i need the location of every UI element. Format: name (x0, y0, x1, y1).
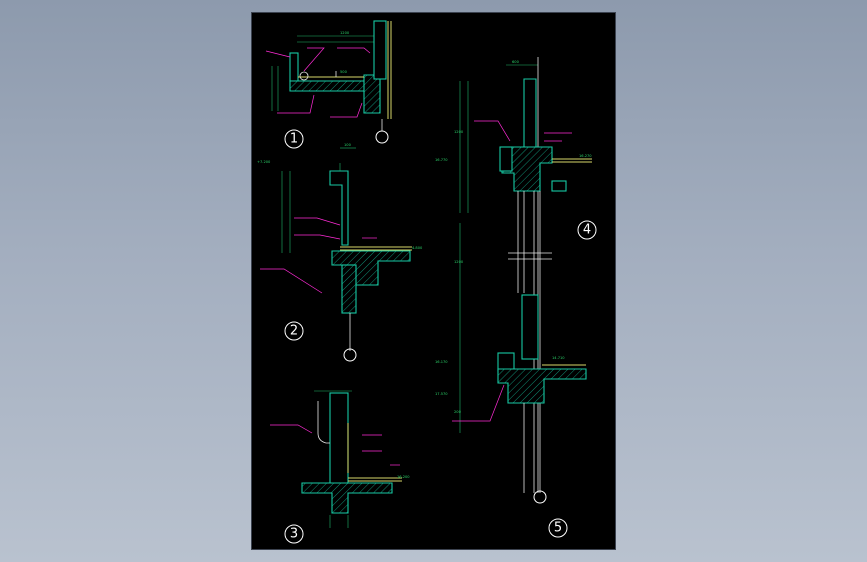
elev-d5-a: 16.170 (435, 360, 448, 364)
detail-5-number: 5 (554, 521, 562, 536)
elev-d5-b: 17.570 (435, 392, 448, 396)
cad-drawing: 1200 500 1 +7.200 100 (257, 20, 597, 544)
dim-d4-v1: 1200 (454, 130, 464, 134)
elev-d4-a: 16.770 (435, 158, 448, 162)
detail-1: 1200 500 1 (265, 20, 392, 149)
detail-3: 16.200 3 (270, 390, 410, 544)
drawing-sheet: 1200 500 1 +7.200 100 (252, 13, 615, 549)
dim-d2-top: 100 (344, 143, 352, 147)
detail-5: 16.170 17.570 14.710 200 5 (435, 294, 587, 538)
d5-section-marker (533, 490, 547, 504)
d1-section-marker (375, 130, 389, 144)
detail-2-number: 2 (290, 324, 298, 339)
detail-1-number: 1 (290, 132, 298, 147)
detail-3-number: 3 (290, 527, 298, 542)
detail-4-marker (577, 220, 597, 240)
dim-d4-v2: 1200 (454, 260, 464, 264)
detail-2: +7.200 100 4.800 2 (257, 143, 423, 362)
d2-section-marker (343, 348, 357, 362)
detail-4: 600 1200 16.270 16.770 1200 4 (435, 57, 597, 493)
dim-d5-v: 200 (454, 410, 462, 414)
elev-d2-top: +7.200 (257, 160, 271, 164)
elev-d2-floor: 4.800 (412, 246, 423, 250)
elev-d3-floor: 16.200 (397, 475, 410, 479)
dim-d4-top: 600 (512, 60, 520, 64)
detail-3-marker (284, 524, 304, 544)
dim-d1-mid: 500 (340, 70, 348, 74)
detail-2-marker (284, 321, 304, 341)
detail-4-number: 4 (583, 223, 591, 238)
dim-d1-top: 1200 (340, 31, 350, 35)
detail-5-marker (548, 518, 568, 538)
elev-d5-c: 14.710 (552, 356, 565, 360)
elev-d4-top: 16.270 (579, 154, 592, 158)
detail-1-marker (284, 129, 304, 149)
